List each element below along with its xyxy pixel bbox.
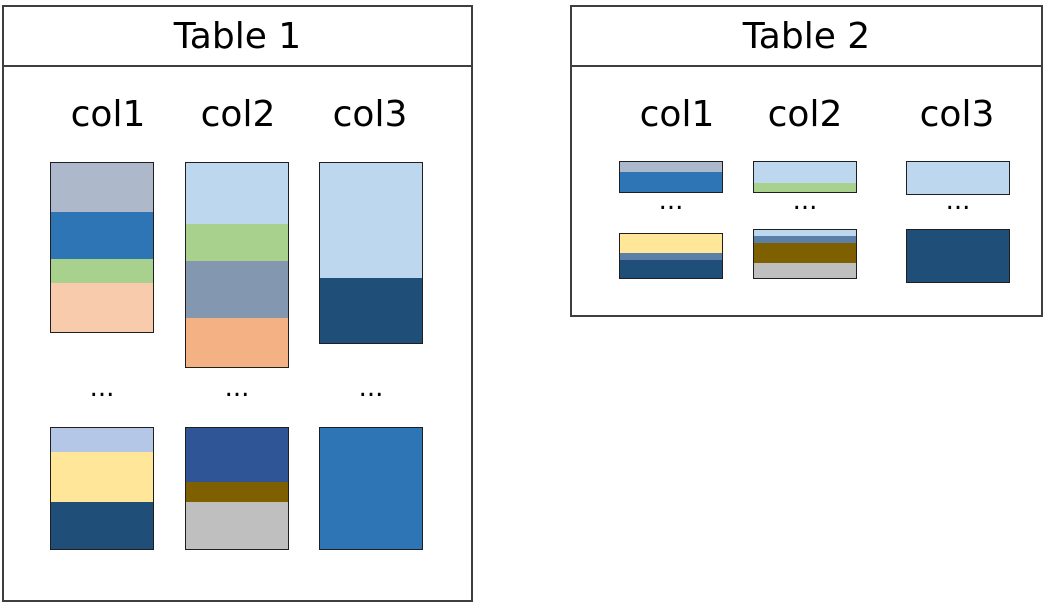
table-2-col2-bottom-block-segment-4 — [754, 262, 856, 278]
table-2-col1-top-block — [619, 161, 723, 193]
table-1-panel: Table 1 col1 col2 col3 ... ... ... — [2, 5, 473, 602]
table-2-col2-bottom-block-segment-3 — [754, 243, 856, 263]
table-1-col2-top-block-segment-2 — [186, 224, 288, 261]
table-1-col3-bottom-block — [319, 427, 423, 550]
table-1-col1-bottom-block-segment-2 — [51, 452, 153, 502]
table-1-col1-top-block-segment-1 — [51, 163, 153, 212]
table-2-panel: Table 2 col1 col2 col3 ... ... ... — [570, 5, 1043, 317]
table-2-col1-bottom-block-segment-1 — [620, 234, 722, 254]
table-2-col1-top-block-segment-2 — [620, 172, 722, 192]
table-2-col1-ellipsis: ... — [658, 186, 684, 216]
table-1-col1-bottom-block-segment-1 — [51, 428, 153, 453]
table-1-col2-bottom-block-segment-1 — [186, 428, 288, 483]
table-2-col2-ellipsis: ... — [792, 186, 818, 216]
table-2-col2-top-block-segment-1 — [754, 162, 856, 183]
table-2-col2-label: col2 — [767, 94, 843, 135]
table-1-col3-top-block — [319, 162, 423, 344]
table-1-col3-ellipsis: ... — [358, 373, 384, 403]
table-2-col1-top-block-segment-1 — [620, 162, 722, 173]
table-1-col1-ellipsis: ... — [89, 373, 115, 403]
table-1-col1-label: col1 — [70, 94, 146, 135]
table-1-col2-top-block — [185, 162, 289, 368]
table-2-col1-bottom-block-segment-2 — [620, 253, 722, 260]
table-2-col2-top-block — [753, 161, 857, 193]
table-2-col3-bottom-block — [906, 229, 1010, 283]
table-1-col3-top-block-segment-2 — [320, 278, 422, 343]
table-2-col2-bottom-block-segment-1 — [754, 230, 856, 236]
table-2-col3-top-block-segment-1 — [907, 162, 1009, 194]
table-1-col3-label: col3 — [332, 94, 408, 135]
table-1-col2-label: col2 — [200, 94, 276, 135]
table-1-col2-bottom-block — [185, 427, 289, 550]
table-1-col2-top-block-segment-1 — [186, 163, 288, 225]
table-2-col1-label: col1 — [639, 94, 715, 135]
table-2-col3-ellipsis: ... — [945, 186, 971, 216]
table-2-col1-bottom-block — [619, 233, 723, 279]
table-1-col3-bottom-block-segment-1 — [320, 428, 422, 549]
table-1-col2-bottom-block-segment-2 — [186, 482, 288, 502]
table-1-col1-top-block-segment-4 — [51, 282, 153, 332]
table-1-col2-bottom-block-segment-3 — [186, 501, 288, 549]
table-2-col2-bottom-block-segment-2 — [754, 235, 856, 244]
table-1-title: Table 1 — [4, 7, 471, 67]
table-2-col3-bottom-block-segment-1 — [907, 230, 1009, 282]
table-1-col1-top-block — [50, 162, 154, 333]
table-1-col2-top-block-segment-3 — [186, 260, 288, 319]
table-2-col3-label: col3 — [919, 94, 995, 135]
table-1-col1-top-block-segment-2 — [51, 212, 153, 260]
table-2-title: Table 2 — [572, 7, 1041, 67]
table-1-col1-top-block-segment-3 — [51, 259, 153, 283]
table-1-col2-top-block-segment-4 — [186, 318, 288, 367]
table-1-col1-bottom-block — [50, 427, 154, 550]
table-1-col2-ellipsis: ... — [224, 373, 250, 403]
table-1-col1-bottom-block-segment-3 — [51, 501, 153, 549]
table-1-col3-top-block-segment-1 — [320, 163, 422, 279]
table-2-col3-top-block — [906, 161, 1010, 195]
table-2-col2-bottom-block — [753, 229, 857, 279]
table-2-col2-top-block-segment-2 — [754, 183, 856, 192]
table-2-col1-bottom-block-segment-3 — [620, 259, 722, 278]
